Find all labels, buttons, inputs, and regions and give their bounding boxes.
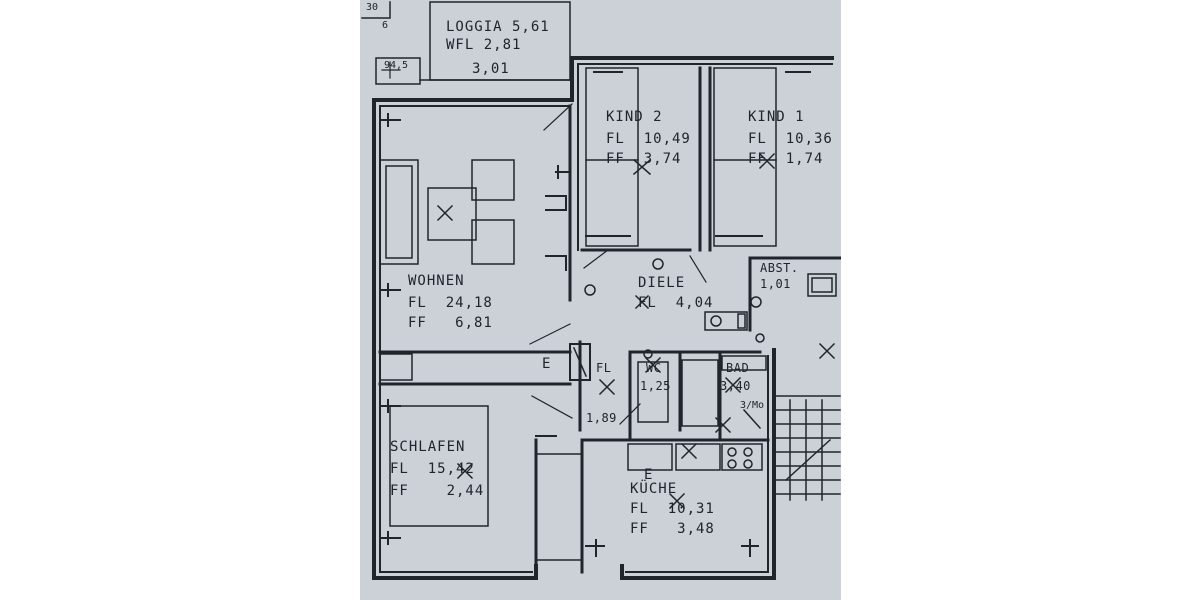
room-area-wohnen-ff: FF 6,81 bbox=[408, 315, 493, 331]
radiator-marks bbox=[381, 71, 811, 557]
dim-top-left-a: 30 bbox=[366, 2, 379, 13]
room-area-kueche-ff: FF 3,48 bbox=[630, 521, 715, 537]
wohnen-furniture bbox=[379, 159, 515, 381]
room-area-abst: 1,01 bbox=[760, 277, 791, 291]
room-area-kind1-fl: FL 10,36 bbox=[748, 131, 833, 147]
floor-plan-sheet: 30 6 94,5 LOGGIA 5,61 WFL 2,81 3,01 KIND… bbox=[360, 0, 841, 600]
room-label-kueche: KÜCHE bbox=[630, 481, 678, 497]
electric-symbol-wohnen: E bbox=[542, 356, 552, 372]
room-label-loggia: LOGGIA 5,61 bbox=[446, 19, 550, 35]
room-label-wohnen: WOHNEN bbox=[408, 273, 465, 289]
room-label-diele: DIELE bbox=[638, 275, 686, 291]
room-area-wohnen-fl: FL 24,18 bbox=[408, 295, 493, 311]
room-area-loggia-wfl: WFL 2,81 bbox=[446, 37, 522, 53]
room-area-kind1-ff: FF 1,74 bbox=[748, 151, 824, 167]
floor-plan-drawing bbox=[361, 1, 841, 580]
room-label-wc: WC bbox=[646, 361, 662, 375]
door-swings bbox=[529, 103, 707, 425]
room-area-wc: 1,25 bbox=[640, 379, 671, 393]
room-area-fl: 1,89 bbox=[586, 411, 617, 425]
electric-symbol-kueche: E bbox=[644, 467, 654, 483]
room-area-bad: 3,40 bbox=[720, 379, 751, 393]
bad-note: 3/Mo bbox=[740, 400, 765, 411]
room-label-kind2: KIND 2 bbox=[606, 109, 663, 125]
room-area-schlafen-ff: FF 2,44 bbox=[390, 483, 485, 499]
room-area-diele-fl: FL 4,04 bbox=[638, 295, 714, 311]
room-area-schlafen-fl: FL 15,42 bbox=[390, 461, 475, 477]
room-label-schlafen: SCHLAFEN bbox=[390, 439, 466, 455]
room-area-loggia-extra: 3,01 bbox=[472, 61, 510, 77]
outer-walls bbox=[372, 56, 834, 580]
dim-corner: 94,5 bbox=[384, 60, 409, 71]
room-area-kind2-ff: FF 3,74 bbox=[606, 151, 682, 167]
room-label-bad: BAD bbox=[726, 361, 750, 375]
room-label-abst: ABST. bbox=[760, 261, 799, 275]
loggia-outline bbox=[361, 1, 571, 85]
dim-top-left-b: 6 bbox=[382, 20, 389, 31]
diele-symbols bbox=[584, 258, 765, 359]
room-label-fl: FL bbox=[596, 361, 612, 375]
room-area-kueche-fl: FL 10,31 bbox=[630, 501, 715, 517]
room-label-kind1: KIND 1 bbox=[748, 109, 805, 125]
staircase bbox=[773, 342, 841, 501]
room-area-kind2-fl: FL 10,49 bbox=[606, 131, 691, 147]
